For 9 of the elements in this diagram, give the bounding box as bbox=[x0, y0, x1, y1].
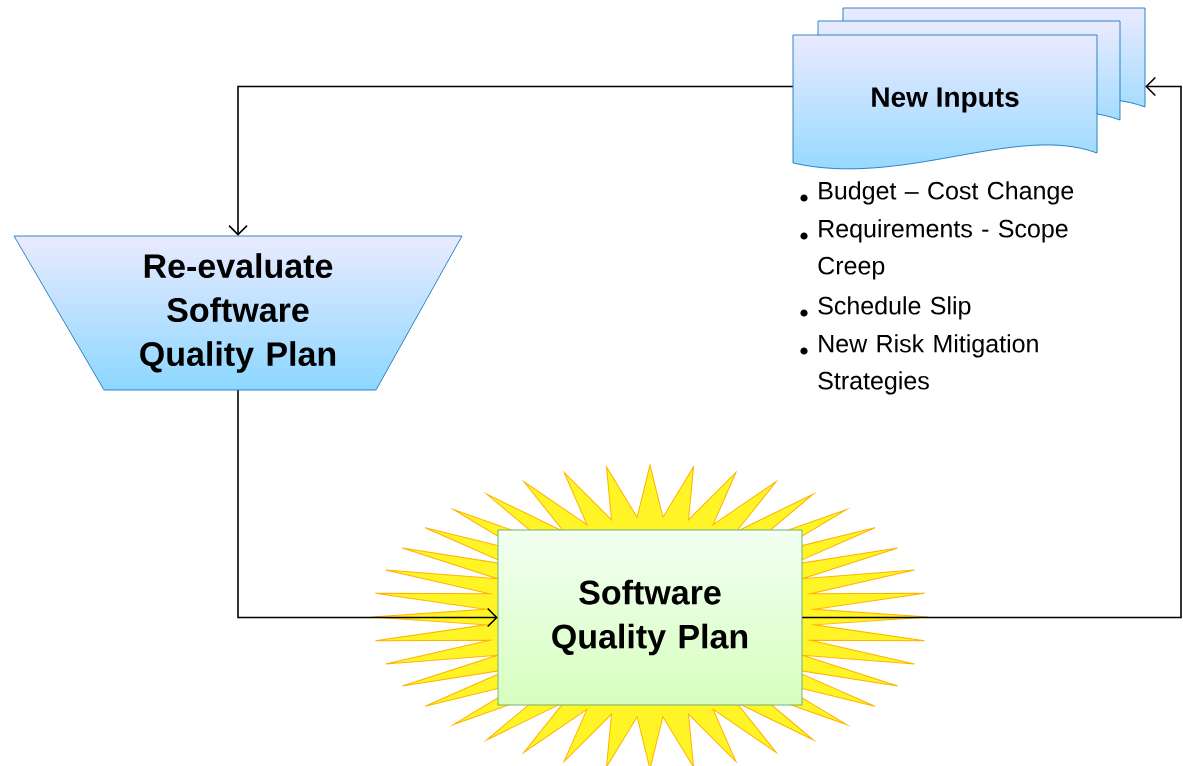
arrow bbox=[228, 85, 794, 236]
trapezoid-box: Re-evaluate Software Quality Plan bbox=[13, 235, 463, 391]
bullet-item: Schedule Slip bbox=[818, 296, 971, 320]
arrow bbox=[237, 389, 498, 628]
bullet-item: New Risk Mitigation Strategies bbox=[818, 334, 1038, 395]
bullet-item: Budget – Cost Change bbox=[819, 181, 1074, 205]
bullet-item: Requirements - Scope Creep bbox=[818, 219, 1068, 280]
document-stack: New Inputs bbox=[792, 7, 1146, 170]
process-box: Software Quality Plan bbox=[497, 529, 803, 706]
